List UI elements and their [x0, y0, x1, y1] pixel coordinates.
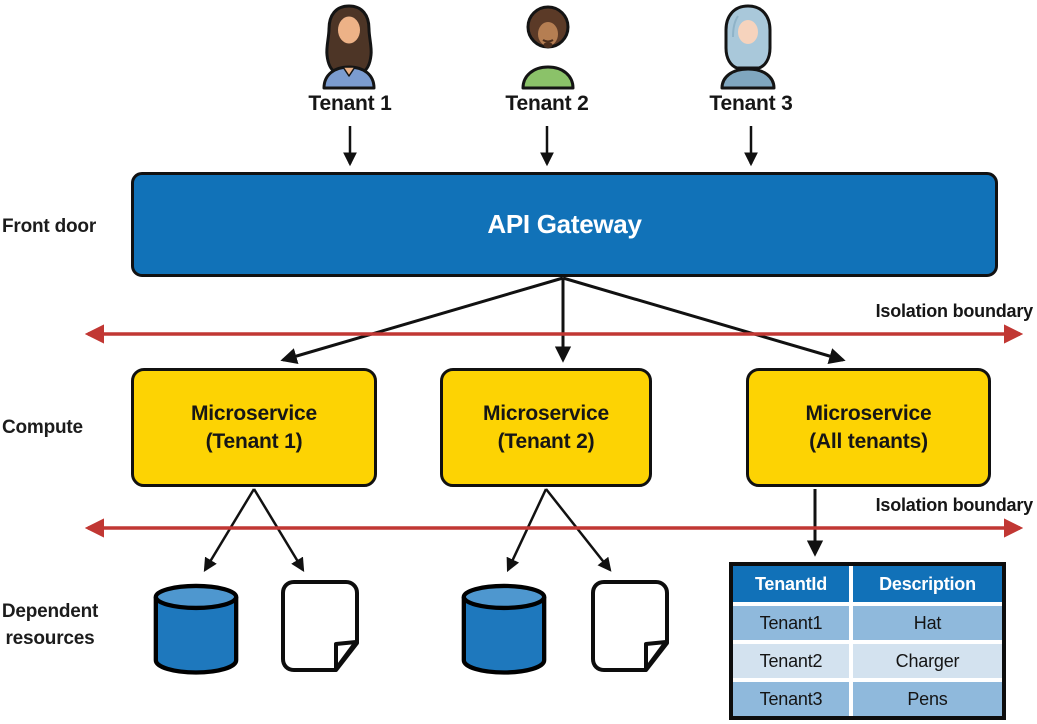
tenant-table-cell: Pens [853, 682, 1002, 716]
microservice-name: Microservice [482, 401, 609, 425]
microservice-all-tenants-box: Microservice (All tenants) [746, 368, 991, 487]
tenant-table-cell: Tenant2 [733, 644, 849, 678]
person-man-afro-icon [521, 5, 575, 90]
tenant-table: TenantId Description Tenant1 Hat Tenant2… [729, 562, 1006, 720]
person-woman-hijab-icon [720, 4, 776, 90]
tenant-table-cell: Tenant1 [733, 606, 849, 640]
dependent-resources-row-label: Dependent resources [1, 601, 99, 649]
document-resource-tenant-1 [279, 579, 361, 674]
tenant-3-avatar [713, 3, 783, 91]
database-resource-tenant-1 [152, 582, 240, 675]
microservice-scope: (All tenants) [809, 429, 928, 453]
microservice-tenant-2-box: Microservice (Tenant 2) [440, 368, 652, 487]
isolation-boundary-label-2: Isolation boundary [875, 495, 1034, 515]
tenant-1-label: Tenant 1 [308, 92, 392, 115]
document-icon [591, 580, 669, 672]
microservice-tenant-1-box: Microservice (Tenant 1) [131, 368, 377, 487]
person-woman-long-hair-icon [322, 4, 376, 90]
gateway-to-microservice-arrows [280, 276, 846, 365]
microservice-scope: (Tenant 1) [205, 429, 303, 453]
tenant-2-label: Tenant 2 [505, 92, 589, 115]
microservice-to-resource-arrows [203, 488, 824, 573]
microservice-scope: (Tenant 2) [497, 429, 595, 453]
tenant-table-header-tenantid: TenantId [733, 566, 849, 602]
isolation-boundary-label-1: Isolation boundary [875, 301, 1034, 321]
database-cylinder-icon [461, 583, 547, 675]
tenant-table-cell: Charger [853, 644, 1002, 678]
tenant-table-cell: Tenant3 [733, 682, 849, 716]
document-resource-tenant-2 [589, 579, 671, 674]
tenant-table-header-description: Description [853, 566, 1002, 602]
document-icon [281, 580, 359, 672]
tenant-3-label: Tenant 3 [709, 92, 793, 115]
microservice-name: Microservice [805, 401, 932, 425]
tenant-table-cell: Hat [853, 606, 1002, 640]
api-gateway-label: API Gateway [487, 209, 642, 239]
microservice-name: Microservice [190, 401, 317, 425]
compute-row-label: Compute [2, 417, 83, 438]
database-resource-tenant-2 [460, 582, 548, 675]
front-door-row-label: Front door [2, 216, 97, 237]
tenant-2-avatar [517, 3, 579, 91]
tenant-to-gateway-arrows [343, 126, 758, 167]
api-gateway-box: API Gateway [131, 172, 998, 277]
database-cylinder-icon [153, 583, 239, 675]
tenant-1-avatar [316, 3, 382, 91]
